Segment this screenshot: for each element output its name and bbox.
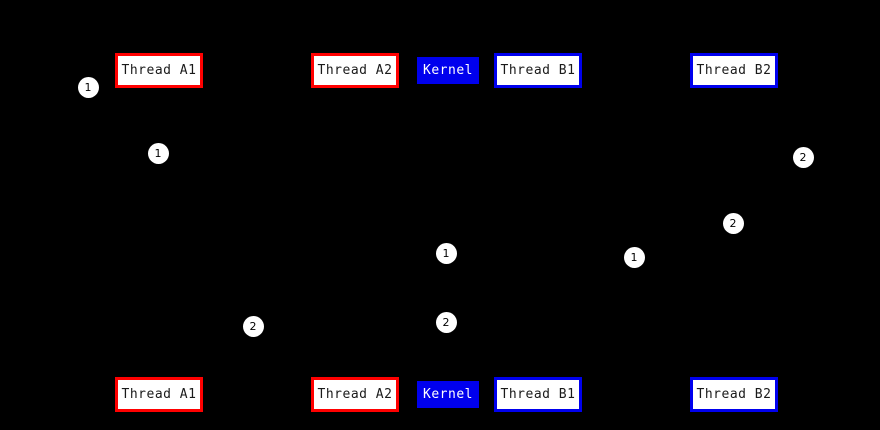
participant-box-thread-b2-top[interactable]: Thread B2 <box>690 53 778 88</box>
step-marker-2[interactable]: 2 <box>722 212 744 234</box>
step-marker-1[interactable]: 1 <box>623 246 645 268</box>
step-marker-2[interactable]: 2 <box>792 146 814 168</box>
lifeline <box>355 88 356 377</box>
participant-box-kernel-top[interactable]: Kernel <box>417 57 479 84</box>
step-marker-1[interactable]: 1 <box>435 242 457 264</box>
participant-box-thread-a2-top[interactable]: Thread A2 <box>311 53 399 88</box>
step-marker-1[interactable]: 1 <box>147 142 169 164</box>
step-marker-2[interactable]: 2 <box>435 311 457 333</box>
lifeline <box>448 84 449 381</box>
participant-box-kernel-bottom[interactable]: Kernel <box>417 381 479 408</box>
participant-box-thread-a1-top[interactable]: Thread A1 <box>115 53 203 88</box>
step-marker-1[interactable]: 1 <box>77 76 99 98</box>
participant-box-thread-b1-top[interactable]: Thread B1 <box>494 53 582 88</box>
step-marker-2[interactable]: 2 <box>242 315 264 337</box>
lifeline <box>538 88 539 377</box>
lifeline <box>159 88 160 377</box>
participant-box-thread-a1-bottom[interactable]: Thread A1 <box>115 377 203 412</box>
participant-box-thread-b2-bottom[interactable]: Thread B2 <box>690 377 778 412</box>
participant-box-thread-b1-bottom[interactable]: Thread B1 <box>494 377 582 412</box>
participant-box-thread-a2-bottom[interactable]: Thread A2 <box>311 377 399 412</box>
